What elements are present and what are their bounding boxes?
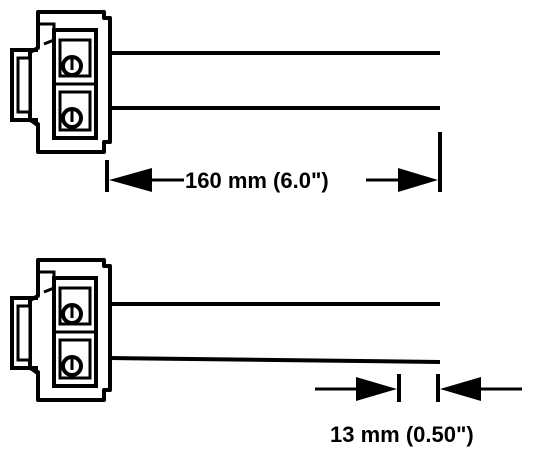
bottom-dimension-left-arrow	[356, 377, 397, 401]
bottom-connector	[10, 258, 112, 402]
bottom-dimension-label: 13 mm (0.50")	[330, 422, 474, 447]
top-dimension-left-arrow	[109, 168, 152, 192]
bottom-wire-2	[109, 356, 441, 364]
top-dimension-label: 160 mm (6.0")	[185, 168, 329, 193]
top-dimension-right-arrow	[398, 168, 438, 192]
top-connector	[10, 10, 112, 154]
bottom-dimension-right-arrow	[440, 377, 481, 401]
